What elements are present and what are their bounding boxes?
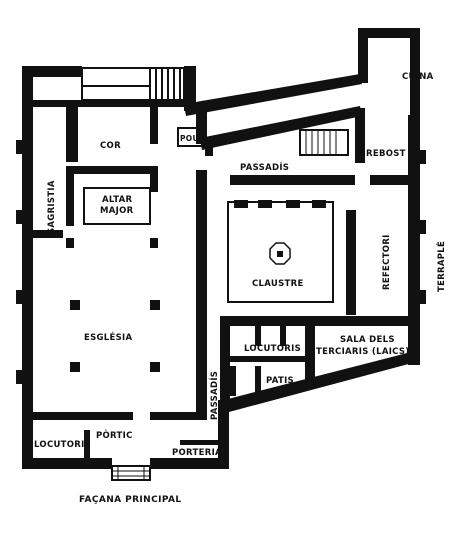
interior-walls [33, 100, 415, 460]
label-rebost: REBOST [366, 149, 406, 159]
label-patis: PATIS [266, 376, 294, 386]
entrance-steps [111, 465, 151, 481]
label-terraple: TERRAPLÈ [435, 241, 447, 292]
label-passadis-top: PASSADÍS [240, 161, 289, 173]
stair-passage [299, 129, 349, 156]
buttresses [16, 140, 426, 384]
room-labels: CUINA COR POU REBOST PASSADÍS ALTAR MAJO… [34, 72, 447, 458]
church-columns [66, 238, 160, 372]
caption-facana: FAÇANA PRINCIPAL [79, 495, 182, 505]
label-altar-1: ALTAR [102, 195, 133, 205]
label-altar-2: MAJOR [100, 206, 134, 216]
label-locutoris-right: LOCUTORIS [244, 344, 301, 354]
label-refectori: REFECTORI [382, 234, 392, 290]
label-cor: COR [100, 141, 121, 151]
label-sala-2: TERCIARIS (LAICS) [316, 347, 409, 357]
label-esglesia: ESGLÉSIA [84, 331, 133, 343]
label-pou: POU [180, 134, 199, 143]
label-locutoris-left: LOCUTORIS [34, 440, 91, 450]
label-sagristia: SAGRISTIA [47, 180, 57, 234]
label-portic: PÒRTIC [96, 429, 133, 441]
stair-top [81, 67, 185, 101]
pou-box [177, 127, 203, 147]
label-claustre: CLAUSTRE [252, 279, 304, 289]
label-cuina: CUINA [402, 72, 434, 82]
cloister [227, 200, 334, 303]
label-porteria: PORTERIA [172, 448, 222, 458]
label-sala-1: SALA DELS [340, 335, 395, 345]
label-passadis-side: PASSADÍS [208, 371, 220, 420]
